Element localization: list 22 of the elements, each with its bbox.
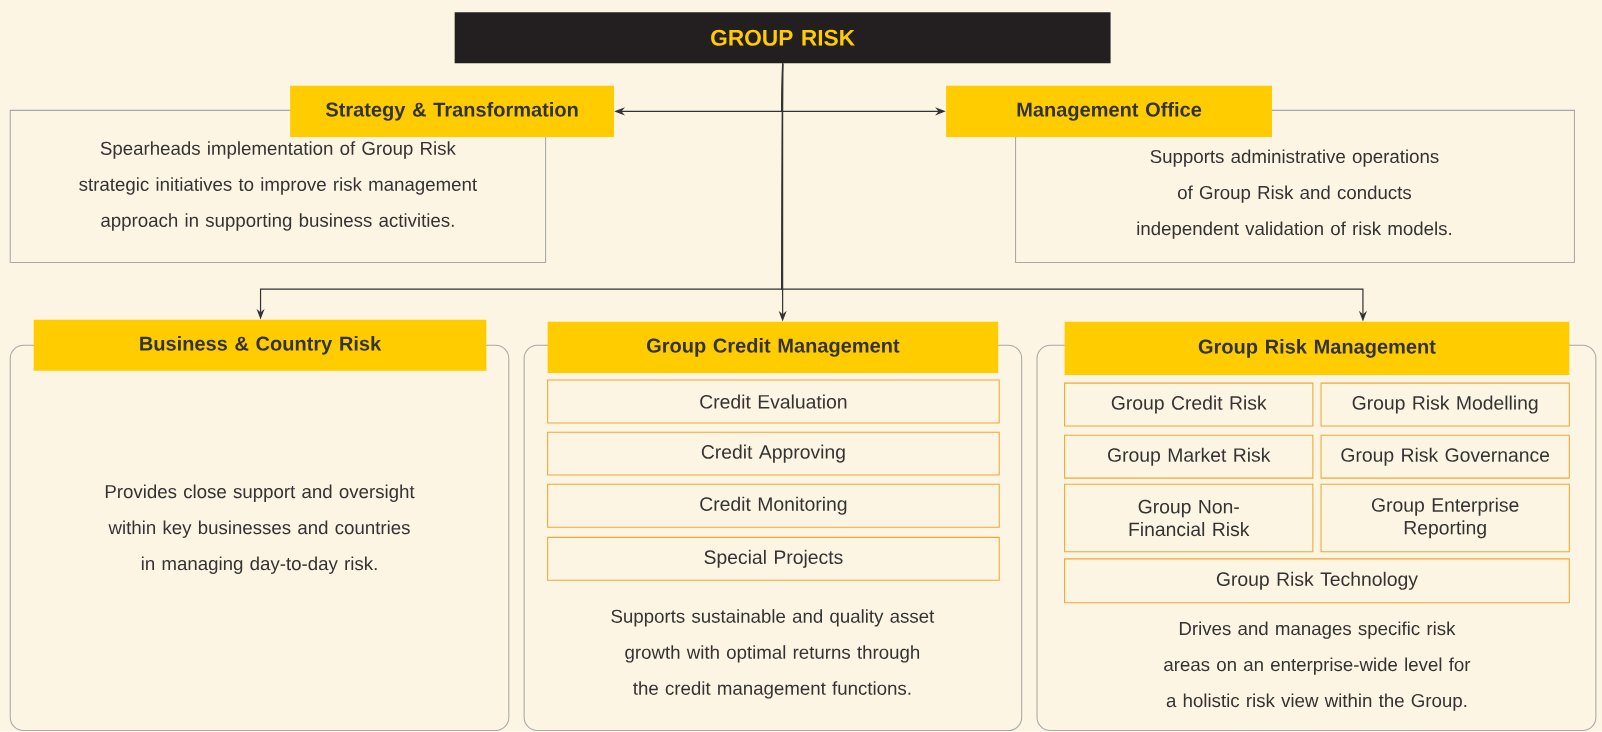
description-text: Provides close support and oversight within key businesses and countries in managing day-to-day risk. xyxy=(105,484,415,575)
unit-box: Credit Approving xyxy=(547,431,1000,476)
title-box: GROUP RISK xyxy=(454,12,1111,64)
unit-box: Credit Evaluation xyxy=(547,379,1000,424)
header-bar: Management Office xyxy=(946,86,1272,138)
description-text: Supports sustainable and quality asset growth with optimal returns through the credit management functions. xyxy=(611,609,935,699)
unit-box: Group Market Risk xyxy=(1064,434,1314,479)
unit-box: Group Risk Governance xyxy=(1320,434,1570,479)
header-bar: Group Credit Management xyxy=(547,322,999,374)
description-text: Drives and manages specific risk areas on an enterprise-wide level for a holistic risk view within the Group. xyxy=(1164,621,1471,712)
header-bar: Business & Country Risk xyxy=(33,320,487,372)
unit-box: Group Risk Modelling xyxy=(1320,382,1570,427)
header-bar: Strategy & Transformation xyxy=(290,86,615,138)
description-text: Spearheads implementation of Group Risk strategic initiatives to improve risk management approach in supporting business activities. xyxy=(79,141,477,231)
unit-box: Group Risk Technology xyxy=(1064,558,1570,604)
unit-box: Group Enterprise Reporting xyxy=(1320,483,1570,553)
unit-box: Special Projects xyxy=(547,537,1000,582)
unit-box: Credit Monitoring xyxy=(547,483,1000,528)
unit-box: Group Non-Financial Risk xyxy=(1064,483,1314,553)
header-bar: Group Risk Management xyxy=(1064,322,1570,376)
description-text: Supports administrative operations of Group Risk and conducts independent validation of risk models. xyxy=(1137,149,1451,240)
unit-box: Group Credit Risk xyxy=(1064,382,1314,427)
